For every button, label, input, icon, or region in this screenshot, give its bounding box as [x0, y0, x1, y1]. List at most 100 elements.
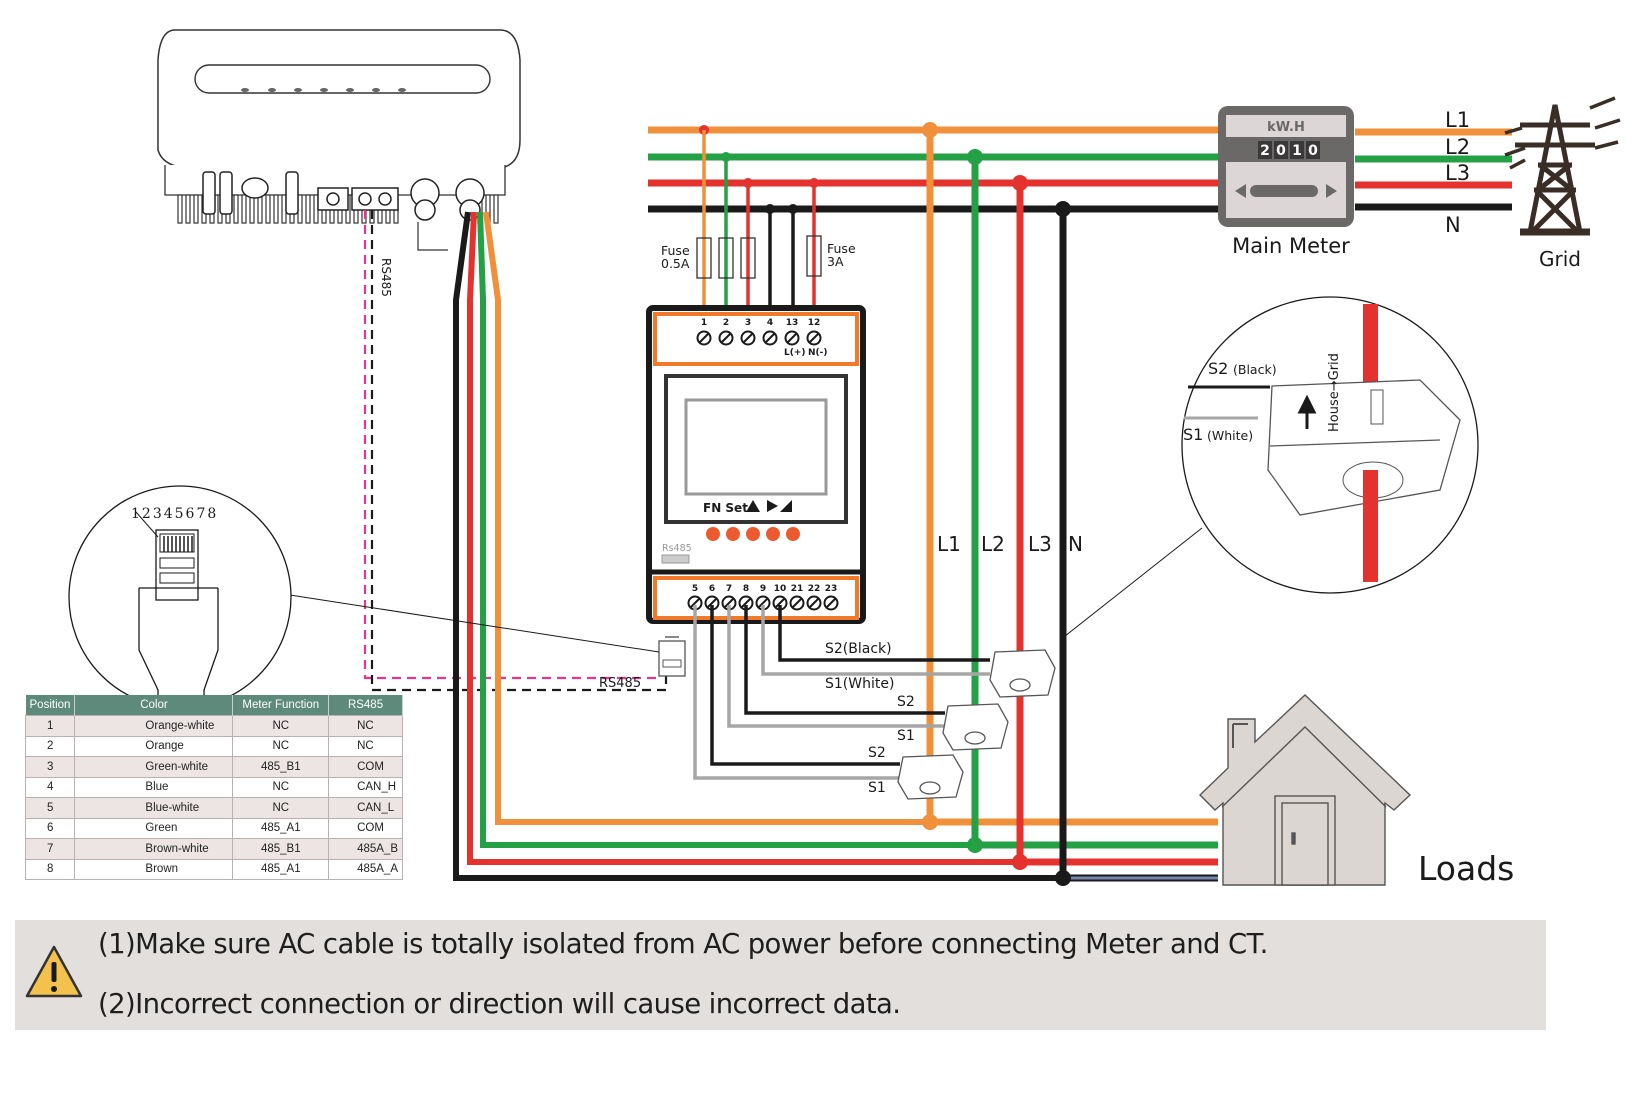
loads-label: Loads [1418, 849, 1514, 888]
fuse-3a [806, 235, 822, 277]
fuses [696, 235, 822, 279]
ct3-s1-label: S1 [868, 780, 886, 796]
pin-meter-function: 485_A1 [232, 817, 330, 839]
pin-meter-function: 485_B1 [232, 838, 330, 860]
terminal-number: 4 [767, 318, 773, 328]
terminal-slot [724, 598, 734, 608]
right-arrow-icon [767, 500, 778, 512]
left-arrow-icon [1235, 184, 1246, 198]
pin-position: 8 [24, 858, 76, 880]
ct-detail-s2-sub: (Black) [1233, 362, 1277, 377]
terminal-number: 5 [692, 584, 698, 594]
direction-arrow-icon [1297, 394, 1317, 429]
inverter-rs485-label: RS485 [379, 258, 393, 297]
terminal-slot [792, 598, 802, 608]
meter-button-1[interactable] [706, 527, 720, 541]
fuse-3a-label-1: Fuse [827, 241, 856, 256]
meter-button-3[interactable] [746, 527, 760, 541]
load-feeds [926, 130, 1218, 882]
grid-label-l2: L2 [1445, 135, 1470, 159]
meter-button-4[interactable] [766, 527, 780, 541]
meter-buttons[interactable] [706, 527, 800, 541]
pin-rs485: COM [328, 756, 403, 778]
meter-digit: 2 [1260, 143, 1270, 159]
ct-direction-text: House→Grid [1327, 353, 1342, 432]
pin-color: Green [74, 817, 234, 839]
pin-color: Orange-white [74, 715, 234, 737]
keypad-label: FN Set [703, 501, 748, 515]
fuse-3a-label-2: 3A [827, 254, 844, 269]
terminal-slot [690, 598, 700, 608]
pin-meter-function: 485_B1 [232, 756, 330, 778]
terminal-number: 22 [808, 584, 821, 594]
pin-rs485: CAN_L [328, 797, 403, 819]
pin-color: Blue-white [74, 797, 234, 819]
terminal-number: 10 [774, 584, 787, 594]
fuse-l2 [718, 237, 734, 279]
ct-detail-s1-sub: (White) [1207, 428, 1253, 443]
meter-button-2[interactable] [726, 527, 740, 541]
grid-label-n: N [1445, 213, 1461, 237]
pin-position: 5 [24, 797, 76, 819]
rj45-detail: 12345678 [68, 485, 292, 709]
fuse-l3 [740, 237, 756, 279]
terminal-slot [765, 333, 775, 343]
terminal-slot [699, 333, 709, 343]
pin-rs485: 485A_B [328, 838, 403, 860]
terminal-number: 21 [791, 584, 804, 594]
ct-clamp-l1 [897, 754, 964, 800]
pin-color: Brown-white [74, 838, 234, 860]
ct-callout-line [1059, 527, 1203, 641]
terminal-sub-lplus: L(+) [784, 348, 806, 358]
line-label-l1: L1 [937, 532, 961, 556]
terminal-slot [775, 598, 785, 608]
pin-position: 7 [24, 838, 76, 860]
pin-rs485: COM [328, 817, 403, 839]
line-label-l2: L2 [981, 532, 1005, 556]
house-icon [1199, 694, 1412, 886]
terminal-number: 9 [760, 584, 766, 594]
rj45-pin-numbers: 12345678 [131, 506, 218, 522]
pin-meter-function: NC [232, 776, 330, 798]
meter-digit: 0 [1308, 143, 1318, 159]
meter-button-5[interactable] [786, 527, 800, 541]
terminal-number: 13 [786, 318, 799, 328]
rs485-cable: RS485 [363, 210, 668, 692]
meter-supply-wires [702, 130, 816, 312]
rs485-port-label: Rs485 [662, 543, 692, 554]
warning-line-1: (1)Make sure AC cable is totally isolate… [98, 928, 1268, 960]
terminal-slot [721, 333, 731, 343]
right-arrow-icon [1326, 184, 1337, 198]
ct-detail: House→Grid S2 (Black) S1 (White) [1181, 296, 1479, 594]
grid-label: Grid [1539, 247, 1581, 271]
rj45-port [658, 636, 686, 677]
main-meter-label: Main Meter [1232, 234, 1350, 258]
terminal-number: 23 [825, 584, 838, 594]
pin-rs485: NC [328, 715, 403, 737]
terminal-number: 12 [808, 318, 821, 328]
main-meter-digits: 2 0 1 0 [1258, 141, 1320, 159]
ct-clamp-l2 [942, 703, 1009, 751]
pin-meter-function: NC [232, 715, 330, 737]
header-position: Position [25, 695, 76, 716]
ct-detail-s2: S2 [1208, 359, 1228, 378]
main-meter: kW.H 2 0 1 0 [1218, 106, 1354, 227]
header-meter-function: Meter Function [232, 695, 330, 716]
line-label-n: N [1068, 532, 1083, 556]
pin-color: Orange [74, 735, 234, 757]
grid-label-l1: L1 [1445, 108, 1470, 132]
warning-box: (1)Make sure AC cable is totally isolate… [15, 920, 1546, 1030]
main-meter-unit: kW.H [1267, 120, 1305, 135]
pin-rs485: CAN_H [328, 776, 403, 798]
pin-color: Blue [74, 776, 234, 798]
fuse-05a-label-2: 0.5A [661, 256, 690, 271]
